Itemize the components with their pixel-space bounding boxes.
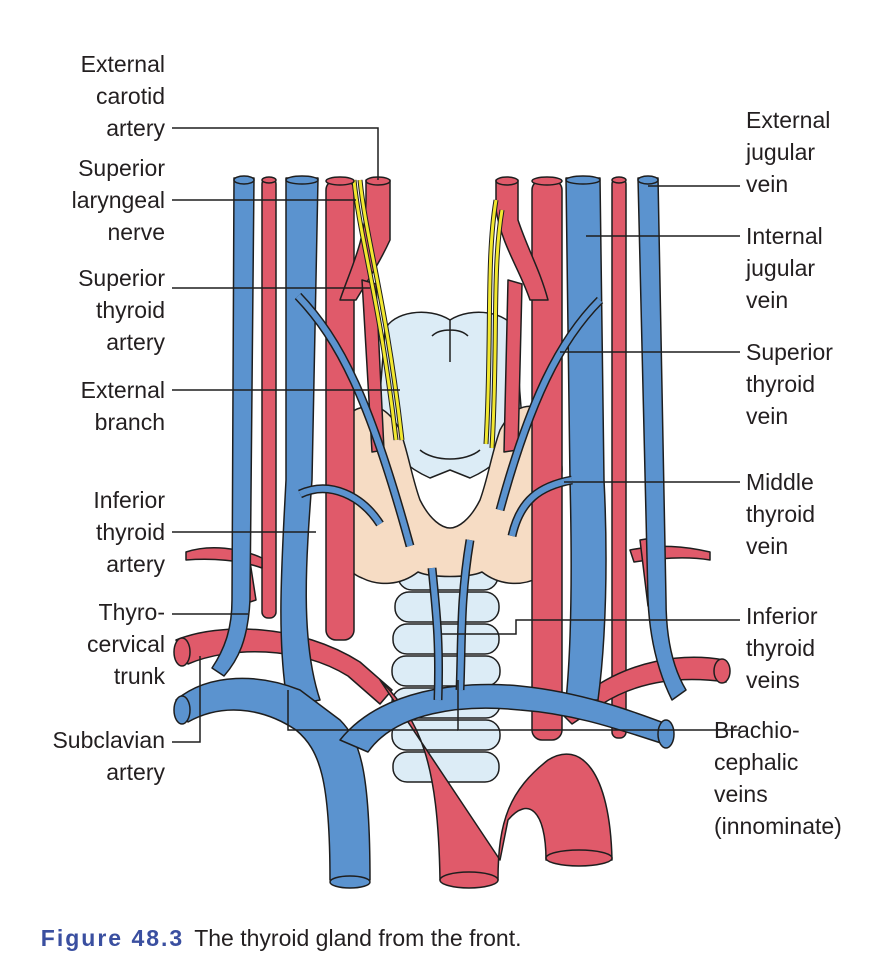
label-superior-thyroid-artery: Superior thyroid artery: [78, 265, 165, 355]
label-thyrocervical-trunk: Thyro- cervical trunk: [87, 599, 165, 689]
thyroid-veins: [294, 292, 604, 701]
label-external-jugular-vein: External jugular vein: [746, 107, 831, 197]
label-subclavian-artery: Subclavian artery: [52, 727, 165, 785]
label-superior-thyroid-vein: Superior thyroid vein: [746, 339, 833, 429]
label-internal-jugular-vein: Internal jugular vein: [746, 223, 823, 313]
label-inferior-thyroid-artery: Inferior thyroid artery: [93, 487, 165, 577]
figure-caption-text: The thyroid gland from the front.: [194, 925, 522, 951]
thyroid-anatomy-diagram: [172, 127, 740, 889]
vessel-openings: [233, 175, 659, 186]
label-brachiocephalic-veins: Brachio- cephalic veins (innominate): [714, 717, 842, 839]
trachea: [391, 559, 501, 783]
label-external-carotid-artery: External carotid artery: [80, 51, 165, 141]
label-middle-thyroid-vein: Middle thyroid vein: [746, 469, 816, 559]
figure-caption: Figure 48.3 The thyroid gland from the fr…: [28, 898, 522, 952]
label-external-branch: External branch: [80, 377, 165, 435]
leader-lines: [172, 127, 740, 743]
label-inferior-thyroid-veins: Inferior thyroid veins: [746, 603, 818, 693]
figure-number: Figure 48.3: [40, 925, 185, 951]
label-superior-laryngeal-nerve: Superior laryngeal nerve: [71, 155, 165, 245]
